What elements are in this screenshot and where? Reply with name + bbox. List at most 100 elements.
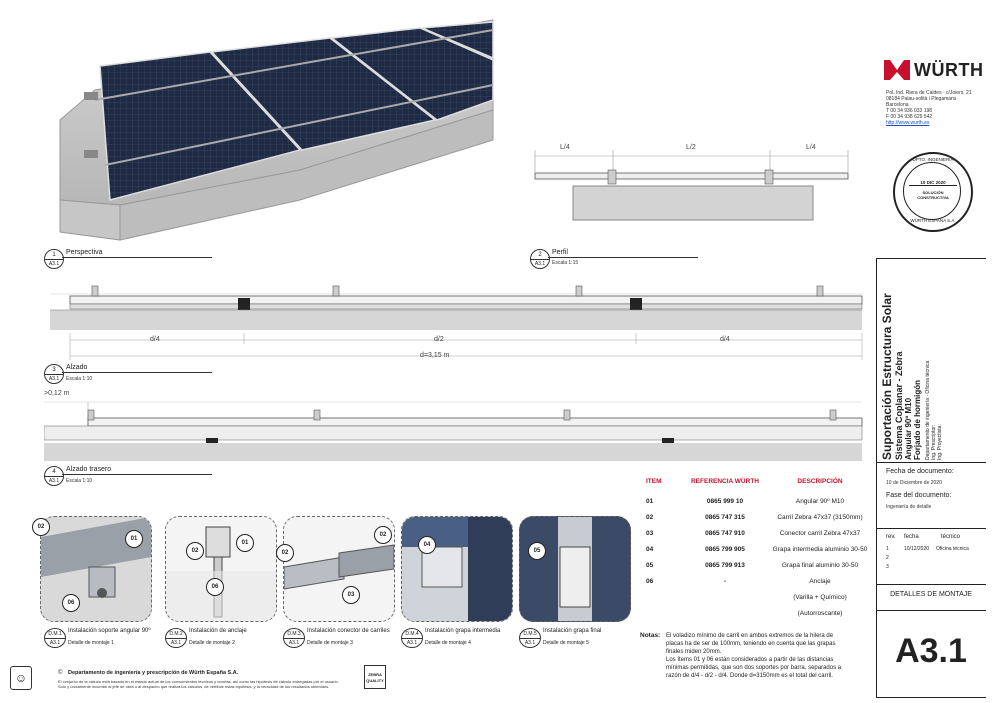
view-underline: [548, 257, 698, 258]
alzado-trasero-view: [44, 401, 863, 461]
detail-name-1: Instalación soporte angular 90º: [68, 628, 151, 634]
fecha-value: 10 de Diciembre de 2020: [886, 480, 942, 486]
detail-image-5: [519, 516, 631, 622]
notes-label: Notas:: [640, 632, 661, 639]
titleblock-divider: [876, 528, 986, 529]
project-subtitle-3: Forjado de hormigón: [913, 380, 922, 460]
brand-address: Pol. Ind. Riera de Caldes · c/Joiers, 21…: [886, 90, 986, 126]
project-subtitle-2: Angular 90º M10: [904, 397, 913, 460]
view-underline: [62, 372, 212, 373]
sheet-code: A3.1: [895, 632, 967, 670]
view-name-perspectiva: Perspectiva: [66, 249, 103, 256]
callout-badge: 05: [528, 542, 546, 560]
callout-badge: 01: [236, 534, 254, 552]
callout-badge: 02: [374, 526, 392, 544]
detail-name-3: Instalación conector de carriles: [307, 628, 390, 634]
dim-top-l2: L/2: [686, 144, 696, 151]
titleblock-divider: [876, 697, 986, 698]
vertical-title-block: Suportación Estructura Solar Sistema Cop…: [880, 260, 980, 460]
view-name-alzado: Alzado: [66, 364, 88, 371]
fase-value: Ingeniería de detalle: [886, 504, 932, 510]
titleblock-divider: [876, 610, 986, 611]
view-underline: [62, 257, 212, 258]
titleblock-divider: [876, 584, 986, 585]
detail-name-2: Instalación de anclaje: [189, 628, 247, 634]
perspective-view: [59, 19, 494, 241]
detail-sub-1: Detalle de montaje 1: [68, 640, 114, 646]
detail-sub-5: Detalle de montaje 5: [543, 640, 589, 646]
project-subtitle-1: Sistema Coplanar - Zebra: [894, 351, 904, 460]
view-scale-alzado-trasero: Escala 1:10: [66, 478, 93, 484]
dim-d4a: d/4: [150, 336, 160, 343]
engineering-stamp: DPTO. INGENIERÍA 10 DIC 2020 SOLUCIÓN CO…: [893, 152, 973, 232]
footer-dept: Departamento de ingeniería y prescripció…: [68, 670, 239, 676]
table-row-extra: (Autorroscante): [797, 610, 843, 617]
header-item: ITEM: [646, 478, 662, 485]
table-row: 06-Anclaje: [646, 578, 831, 585]
callout-badge: 02: [276, 544, 294, 562]
fase-label: Fase del documento:: [886, 492, 952, 499]
detail-image-2: [165, 516, 277, 622]
quality-logo: ZEBRA QUALITY: [364, 665, 386, 689]
dim-top-l4a: L/4: [560, 144, 570, 151]
alzado-view: [50, 285, 863, 360]
callout-badge: 01: [125, 530, 143, 548]
engineer-icon: ☺: [10, 666, 32, 690]
detail-sub-4: Detalle de montaje 4: [425, 640, 471, 646]
view-underline: [62, 474, 212, 475]
titleblock-divider: [876, 462, 986, 463]
header-ref: REFERENCIA WÜRTH: [690, 478, 759, 485]
brand-name: WÜRTH: [914, 60, 984, 80]
header-desc: DESCRIPCIÓN: [797, 478, 843, 485]
callout-badge: 02: [32, 518, 50, 536]
detail-name-4: Instalación grapa intermedia: [425, 628, 501, 634]
dim-d4b: d/4: [720, 336, 730, 343]
dim-top-l4b: L/4: [806, 144, 816, 151]
view-name-perfil: Perfil: [552, 249, 568, 256]
detail-name-5: Instalación grapa final: [543, 628, 602, 634]
wurth-logo-icon: [884, 60, 910, 80]
dim-total: d=3,15 m: [420, 352, 450, 359]
fecha-label: Fecha de documento:: [886, 468, 954, 475]
copyright-mark: ©: [58, 670, 63, 676]
notes-body: El voladizo mínimo de carril en ambos ex…: [666, 633, 842, 679]
detail-sub-3: Detalle de montaje 3: [307, 640, 353, 646]
profile-view: [534, 150, 849, 221]
website-link[interactable]: http://www.wurth.es: [886, 120, 930, 126]
callout-badge: 04: [418, 536, 436, 554]
parts-header-row: ITEM REFERENCIA WÜRTH DESCRIPCIÓN: [640, 478, 870, 490]
dim-d2: d/2: [434, 336, 444, 343]
project-title: Suportación Estructura Solar: [880, 293, 894, 460]
titleblock-border: [876, 258, 877, 698]
detail-image-4: [401, 516, 513, 622]
ing-proyectista: Ing. Proyectista:: [937, 424, 943, 460]
detail-sub-2: Detalle de montaje 2: [189, 640, 235, 646]
dim-overhang: >0,12 m: [44, 390, 70, 397]
view-name-alzado-trasero: Alzado trasero: [66, 466, 112, 473]
callout-badge: 06: [206, 578, 224, 596]
view-scale-alzado: Escala 1:10: [66, 376, 93, 382]
footer-disclaimer: El conjunto de la cálculo está basado en…: [58, 679, 339, 689]
view-scale-perfil: Escala 1:15: [552, 260, 579, 266]
callout-badge: 02: [186, 542, 204, 560]
callout-badge: 06: [62, 594, 80, 612]
sheet-name: DETALLES DE MONTAJE: [890, 591, 972, 598]
callout-badge: 03: [342, 586, 360, 604]
table-row-extra: (Varilla + Químico): [793, 594, 847, 601]
titleblock-divider: [876, 258, 986, 259]
